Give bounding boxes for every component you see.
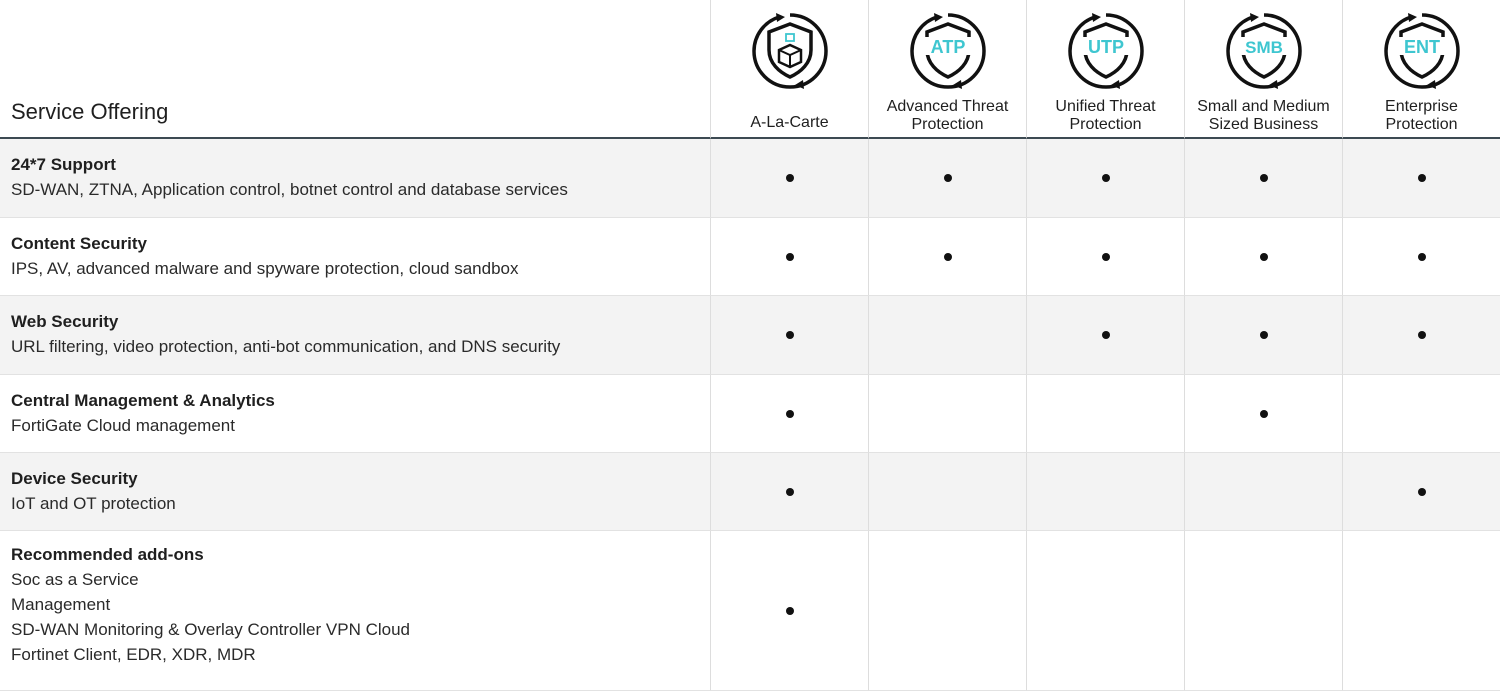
mark-cell (1027, 218, 1185, 296)
plan-header-atp: ATP Advanced Threat Protection (869, 0, 1027, 139)
included-dot (1259, 252, 1268, 261)
mark-cell (1185, 139, 1343, 218)
shield-utp-icon: UTP (1067, 13, 1144, 89)
included-dot (1259, 174, 1268, 182)
feature-desc: IoT and OT protection (11, 494, 176, 513)
mark-cell (869, 218, 1027, 296)
feature-name: 24*7 Support (11, 155, 116, 174)
feature-name: Recommended add-ons (11, 545, 204, 564)
mark-cell (869, 296, 1027, 375)
mark-cell (711, 375, 869, 453)
mark-cell (1185, 453, 1343, 531)
plan-header-utp: UTP Unified Threat Protection (1027, 0, 1185, 139)
feature-row-web-security: Web Security URL filtering, video protec… (0, 296, 711, 375)
mark-cell (869, 453, 1027, 531)
mark-cell (1027, 139, 1185, 218)
mark-cell (1343, 218, 1500, 296)
feature-desc: SD-WAN, ZTNA, Application control, botne… (11, 180, 568, 199)
feature-row-recommended-addons: Recommended add-ons Soc as a Service Man… (0, 531, 711, 691)
badge-text-ent: ENT (1404, 37, 1440, 57)
included-dot (1417, 174, 1426, 182)
plan-header-smb: SMB Small and Medium Sized Business (1185, 0, 1343, 139)
feature-row-support: 24*7 Support SD-WAN, ZTNA, Application c… (0, 139, 711, 218)
included-dot (1101, 174, 1110, 182)
mark-cell (869, 375, 1027, 453)
shield-box-icon (751, 13, 828, 89)
included-dot (943, 174, 952, 182)
included-dot (785, 606, 794, 615)
plan-header-ent: ENT Enterprise Protection (1343, 0, 1500, 139)
included-dot (1101, 331, 1110, 339)
included-dot (785, 174, 794, 182)
mark-cell (1343, 531, 1500, 691)
shield-smb-icon: SMB (1225, 13, 1302, 89)
feature-row-content-security: Content Security IPS, AV, advanced malwa… (0, 218, 711, 296)
plan-label-atp: Advanced Threat Protection (886, 98, 1009, 133)
mark-cell (1343, 375, 1500, 453)
mark-cell (869, 139, 1027, 218)
included-dot (1417, 331, 1426, 339)
table-title: Service Offering (11, 99, 169, 124)
feature-desc: FortiGate Cloud management (11, 416, 235, 435)
mark-cell (1185, 531, 1343, 691)
feature-desc: IPS, AV, advanced malware and spyware pr… (11, 259, 519, 278)
included-dot (785, 487, 794, 496)
plan-label-smb: Small and Medium Sized Business (1197, 98, 1330, 133)
mark-cell (1185, 296, 1343, 375)
badge-text-smb: SMB (1245, 38, 1283, 57)
feature-desc: URL filtering, video protection, anti-bo… (11, 337, 561, 356)
mark-cell (711, 218, 869, 296)
feature-name: Central Management & Analytics (11, 391, 275, 410)
included-dot (1417, 252, 1426, 261)
mark-cell (1343, 139, 1500, 218)
included-dot (943, 252, 952, 261)
shield-ent-icon: ENT (1383, 13, 1460, 89)
mark-cell (1343, 296, 1500, 375)
included-dot (785, 331, 794, 339)
mark-cell (1343, 453, 1500, 531)
mark-cell (1185, 218, 1343, 296)
mark-cell (1185, 375, 1343, 453)
plan-label-utp: Unified Threat Protection (1055, 98, 1156, 133)
mark-cell (1027, 453, 1185, 531)
mark-cell (711, 453, 869, 531)
mark-cell (869, 531, 1027, 691)
plan-label-alacarte: A-La-Carte (750, 114, 829, 131)
plan-label-ent: Enterprise Protection (1385, 98, 1458, 133)
feature-name: Content Security (11, 234, 148, 253)
included-dot (1259, 409, 1268, 418)
mark-cell (711, 296, 869, 375)
mark-cell (711, 139, 869, 218)
shield-atp-icon: ATP (909, 13, 986, 89)
header-service-offering: Service Offering (0, 0, 711, 139)
mark-cell (711, 531, 869, 691)
feature-row-central-management: Central Management & Analytics FortiGate… (0, 375, 711, 453)
included-dot (1417, 487, 1426, 496)
feature-row-device-security: Device Security IoT and OT protection (0, 453, 711, 531)
mark-cell (1027, 296, 1185, 375)
included-dot (1259, 331, 1268, 339)
badge-text-utp: UTP (1088, 37, 1124, 57)
badge-text-atp: ATP (930, 37, 965, 57)
included-dot (1101, 252, 1110, 261)
feature-desc: Soc as a Service Management SD-WAN Monit… (11, 570, 410, 664)
mark-cell (1027, 375, 1185, 453)
included-dot (785, 252, 794, 261)
included-dot (785, 409, 794, 418)
feature-name: Device Security (11, 469, 138, 488)
feature-name: Web Security (11, 312, 119, 331)
mark-cell (1027, 531, 1185, 691)
plan-header-alacarte: A-La-Carte (711, 0, 869, 139)
